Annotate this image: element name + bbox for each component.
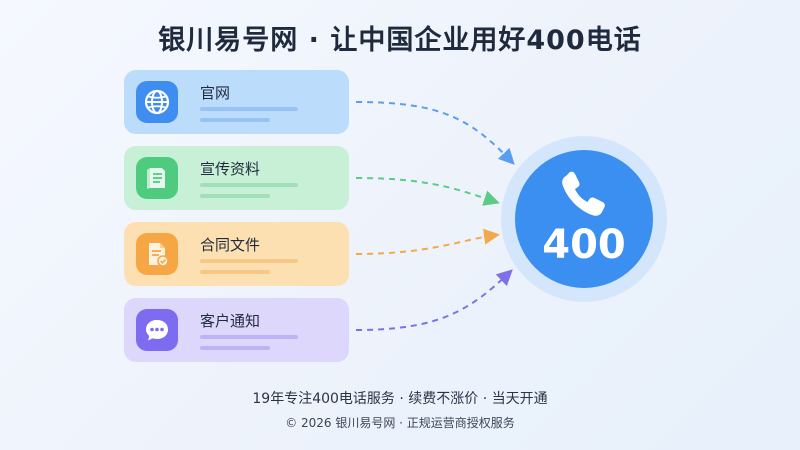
chat-bubble-icon (136, 309, 178, 351)
placeholder-line (200, 118, 270, 122)
hub-400-circle: 400 (515, 150, 653, 288)
placeholder-line (200, 183, 298, 187)
placeholder-line (200, 259, 298, 263)
placeholder-line (200, 346, 270, 350)
source-card-contract: 合同文件 (124, 222, 349, 286)
arrow-website (355, 101, 515, 165)
arrow-brochure (355, 177, 500, 206)
footer-tagline: 19年专注400电话服务 · 续费不涨价 · 当天开通 (252, 391, 548, 407)
source-label: 宣传资料 (200, 160, 261, 178)
brochure-icon (136, 157, 178, 199)
source-label: 合同文件 (200, 236, 261, 254)
globe-icon (136, 81, 178, 123)
placeholder-line (200, 194, 270, 198)
arrow-contract (355, 228, 500, 255)
source-card-brochure: 宣传资料 (124, 146, 349, 210)
source-label: 客户通知 (200, 312, 261, 330)
placeholder-line (200, 270, 270, 274)
source-label: 官网 (200, 84, 231, 102)
placeholder-line (200, 335, 298, 339)
source-card-website: 官网 (124, 70, 349, 134)
arrow-notice (355, 269, 513, 331)
phone-handset-icon (562, 171, 605, 216)
source-card-notice: 客户通知 (124, 298, 349, 362)
placeholder-line (200, 107, 298, 111)
contract-document-icon (136, 233, 178, 275)
page-title: 银川易号网 · 让中国企业用好400电话 (158, 25, 642, 56)
footer-copyright: © 2026 银川易号网 · 正规运营商授权服务 (285, 416, 515, 430)
hub-number: 400 (542, 222, 626, 268)
